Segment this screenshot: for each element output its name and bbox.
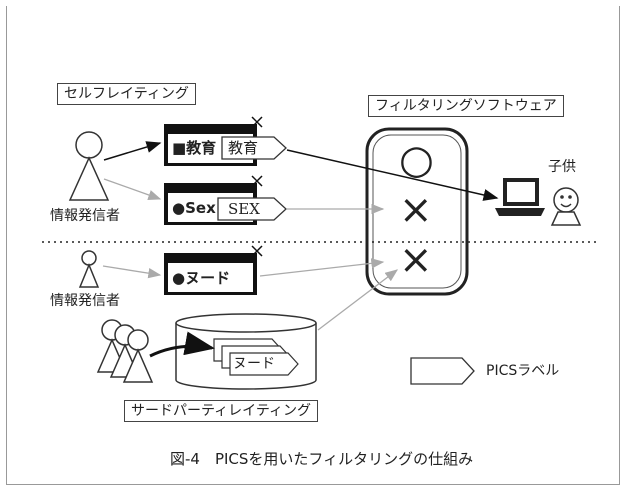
document-1-text: ■教育: [172, 139, 217, 157]
filter-software-label: フィルタリングソフトウェア: [368, 95, 564, 117]
filter-result-1: ○: [399, 137, 434, 183]
third-party-raters-icon: [96, 319, 154, 383]
pics-tag-3-text: ヌード: [233, 356, 275, 372]
arrow-publisher2-doc3: [102, 265, 162, 279]
arrow-tag1-laptop: [286, 149, 499, 201]
publisher-1-label: 情報発信者: [50, 208, 120, 224]
figure-caption: 図-4 PICSを用いたフィルタリングの仕組み: [170, 450, 474, 468]
pics-tag-3: [229, 352, 299, 376]
figure-frame: [6, 6, 620, 485]
publisher-1-icon: [68, 131, 110, 201]
arrow-doc3-filter: [259, 258, 385, 277]
arrow-database-filter: [317, 269, 399, 331]
arrow-raters-database: [149, 331, 215, 358]
document-3-text: ●ヌード: [172, 269, 231, 287]
filter-result-2: ×: [399, 187, 433, 233]
child-label: 子供: [548, 159, 576, 175]
arrow-publisher1-doc1: [103, 141, 162, 161]
laptop-icon: [495, 178, 545, 216]
filter-software-box: [365, 127, 469, 296]
pics-tag-2: [217, 197, 287, 221]
publisher-2-label: 情報発信者: [50, 293, 120, 309]
pics-tag-1: [221, 136, 287, 160]
arrow-publisher1-doc2: [103, 178, 162, 200]
legend-label: PICSラベル: [486, 363, 560, 379]
child-icon: [550, 187, 582, 226]
document-3: [164, 245, 263, 295]
filter-result-3: ×: [399, 237, 433, 283]
self-rating-label: セルフレイティング: [57, 83, 196, 105]
legend-tag-icon: [410, 357, 475, 385]
pics-tag-1-text: 教育: [228, 139, 259, 157]
publisher-2-icon: [78, 250, 100, 288]
third-party-label: サードパーティレイティング: [124, 400, 319, 422]
pics-tag-2-text: SEX: [228, 200, 260, 218]
document-2-text: ●Sex: [172, 199, 216, 217]
